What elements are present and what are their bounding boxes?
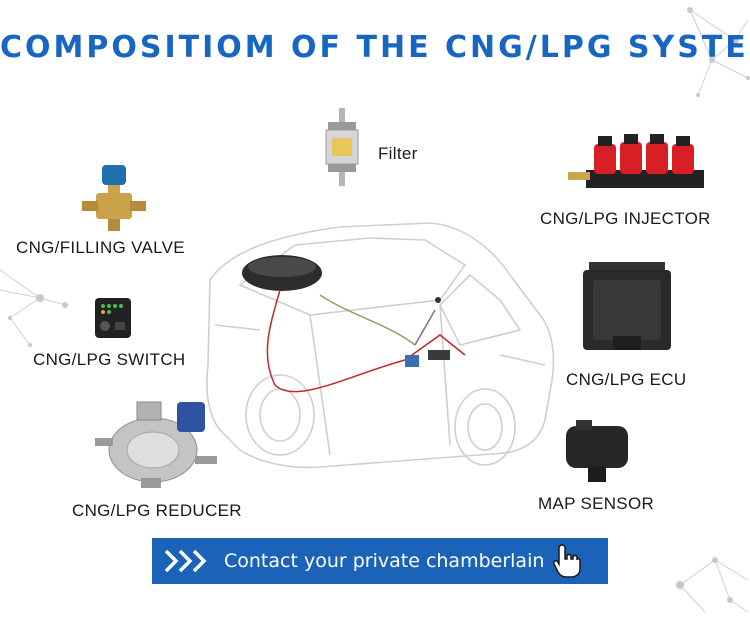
contact-label: Contact your private chamberlain [224, 550, 545, 572]
switch-icon [95, 298, 131, 338]
triple-chevron-icon [164, 549, 207, 573]
pointing-hand-icon [553, 544, 582, 578]
injector-label: CNG/LPG INJECTOR [540, 209, 711, 228]
filter-icon [325, 108, 359, 186]
ecu-label: CNG/LPG ECU [566, 370, 687, 389]
reducer-label: CNG/LPG REDUCER [72, 501, 242, 520]
map-sensor-label: MAP SENSOR [538, 494, 655, 513]
switch-label: CNG/LPG SWITCH [33, 350, 186, 369]
page-title: COMPOSITIOM OF THE CNG/LPG SYSTEM [0, 30, 750, 65]
ecu-icon [583, 262, 671, 350]
reducer-icon [95, 401, 217, 488]
injector-rail-icon [568, 134, 704, 188]
car-outline-icon [206, 222, 555, 469]
filling-valve-icon [82, 165, 146, 231]
contact-chamberlain-button[interactable]: Contact your private chamberlain [152, 538, 608, 584]
filter-label: Filter [378, 144, 418, 163]
filling-valve-label: CNG/FILLING VALVE [16, 238, 185, 257]
map-sensor-icon [566, 420, 628, 482]
